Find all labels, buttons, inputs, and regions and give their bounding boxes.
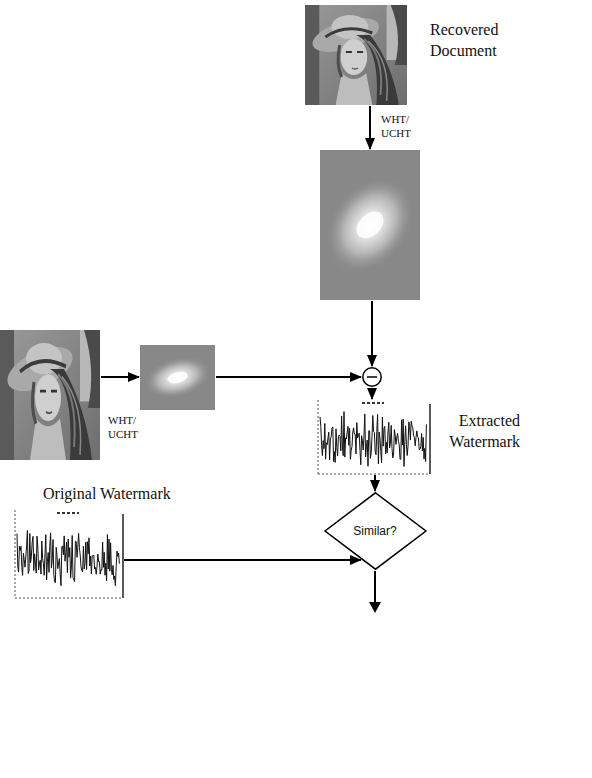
output-arrow bbox=[374, 571, 376, 604]
watermark-node: Original Watermark bbox=[15, 510, 123, 598]
image-node bbox=[0, 330, 100, 460]
original-image bbox=[0, 330, 100, 460]
subtract-circle bbox=[362, 367, 382, 387]
image-node: Recovered Document bbox=[305, 5, 407, 105]
transform-label: WHT/ UCHT bbox=[108, 413, 148, 441]
recovered-image bbox=[305, 5, 407, 105]
plot-label: Extracted Watermark bbox=[436, 410, 520, 452]
decision-diamond: Similar? bbox=[324, 492, 427, 570]
spectrum-node bbox=[140, 345, 215, 410]
decision-label: Similar? bbox=[324, 492, 427, 570]
watermark-plot bbox=[318, 400, 430, 474]
flow-arrow bbox=[369, 106, 371, 149]
watermark-node: Extracted Watermark bbox=[318, 400, 430, 474]
spectrum-image bbox=[137, 345, 217, 410]
flow-arrow bbox=[216, 376, 361, 378]
watermark-plot bbox=[15, 510, 123, 598]
flow-arrow bbox=[101, 376, 139, 378]
spectrum-node bbox=[320, 150, 420, 300]
image-label: Recovered Document bbox=[430, 19, 510, 61]
flow-arrow bbox=[371, 301, 373, 366]
arrow-head bbox=[369, 602, 381, 613]
flow-arrow bbox=[374, 475, 376, 491]
spectrum-image bbox=[317, 150, 424, 300]
circle-outline bbox=[362, 367, 382, 387]
plot-label: Original Watermark bbox=[43, 484, 171, 504]
transform-label: WHT/ UCHT bbox=[381, 112, 421, 140]
flow-arrow bbox=[124, 559, 361, 561]
flow-arrow bbox=[371, 388, 373, 399]
